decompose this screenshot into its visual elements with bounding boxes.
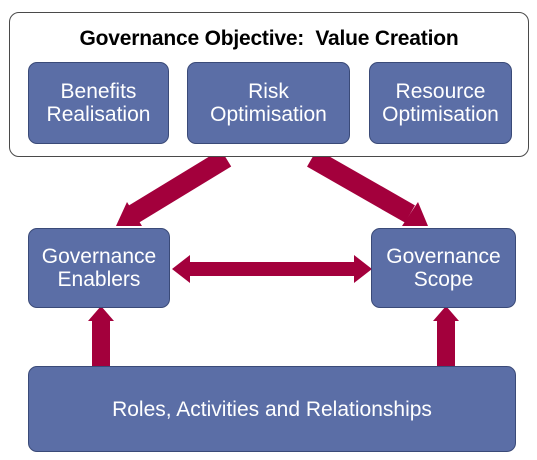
risk-optimisation-box: Risk Optimisation [187, 62, 350, 144]
scope-line2: Scope [413, 268, 474, 291]
arrow-roles-to-scope [433, 306, 459, 368]
arrow-objective-to-scope [307, 149, 428, 226]
benefits-realisation-box: Benefits Realisation [28, 62, 169, 144]
arrow-objective-to-enablers [116, 149, 232, 226]
resource-line1: Resource [395, 80, 486, 103]
resource-optimisation-box: Resource Optimisation [369, 62, 512, 144]
governance-scope-box: Governance Scope [371, 228, 516, 308]
roles-activities-relationships-box: Roles, Activities and Relationships [28, 366, 516, 452]
arrow-enablers-scope [172, 255, 372, 283]
enablers-line1: Governance [41, 245, 157, 268]
governance-enablers-box: Governance Enablers [28, 228, 170, 308]
arrow-roles-to-enablers [88, 306, 114, 368]
risk-line2: Optimisation [210, 103, 327, 126]
risk-line1: Risk [248, 80, 289, 103]
objective-title: Governance Objective: Value Creation [79, 27, 459, 50]
enablers-line2: Enablers [57, 268, 141, 291]
scope-line1: Governance [386, 245, 501, 268]
roles-label: Roles, Activities and Relationships [112, 397, 432, 421]
resource-line2: Optimisation [382, 103, 499, 126]
benefits-line2: Realisation [46, 103, 151, 126]
benefits-line1: Benefits [60, 80, 137, 103]
